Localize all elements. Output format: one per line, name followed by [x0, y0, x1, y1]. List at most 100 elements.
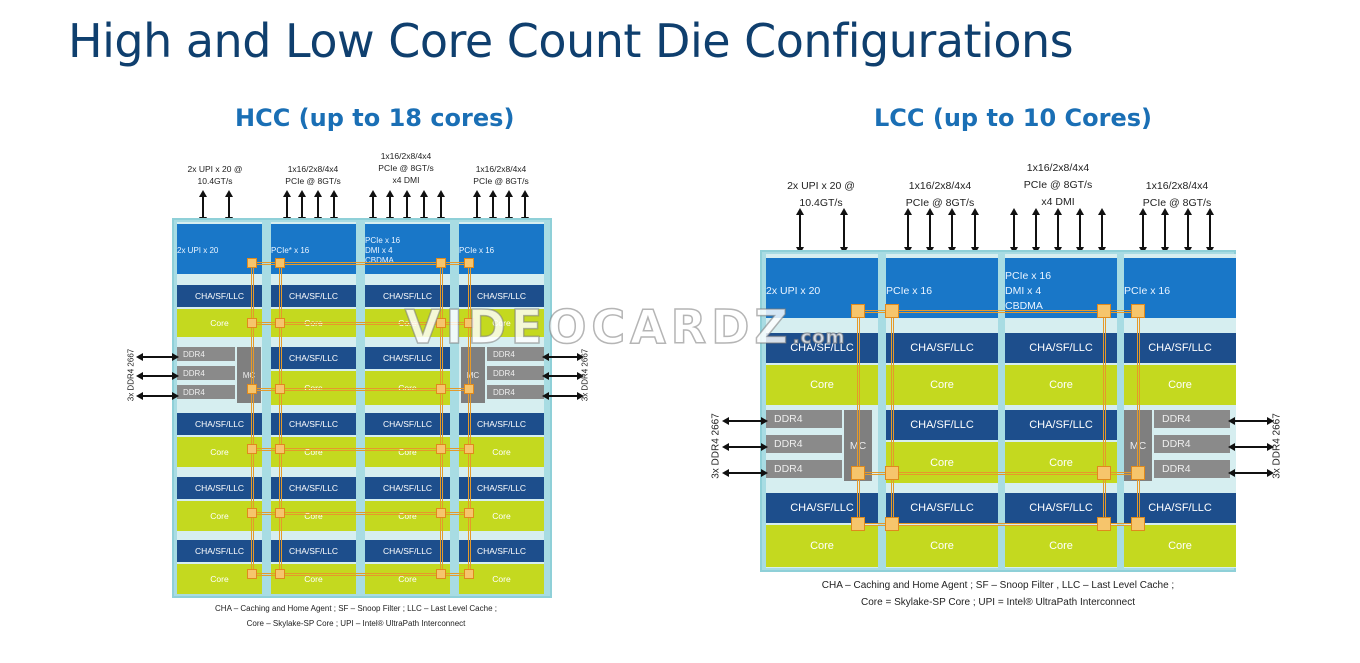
lcc-memory-side-label: 3x DDR4 2667 — [710, 413, 722, 479]
lcc-cha-sf-llc-tile: CHA/SF/LLC — [886, 493, 998, 523]
lcc-memory-arrow — [1228, 443, 1274, 451]
lcc-core-tile: Core — [766, 525, 878, 567]
lcc-cha-sf-llc-tile: CHA/SF/LLC — [886, 410, 998, 440]
lcc.io_labels.2-line: 1x16/2x8/4x4 — [1026, 162, 1090, 174]
hcc.top_blocks.3-line: PCIe x 16 — [459, 246, 495, 255]
hcc-mesh-stop — [247, 508, 257, 518]
lcc-io-arrow — [1098, 208, 1106, 254]
lcc-core-tile: Core — [766, 365, 878, 405]
lcc-mesh-link — [857, 310, 860, 526]
hcc-tile-column — [459, 222, 544, 594]
hcc-io-arrow — [489, 190, 497, 224]
lcc-title: LCC (up to 10 Cores) — [874, 104, 1153, 132]
lcc-io-block: PCIe x 16 — [1124, 258, 1236, 318]
hcc-io-arrow — [330, 190, 338, 224]
lcc.io_labels.3-line: PCIe @ 8GT/s — [1142, 197, 1212, 209]
lcc-mesh-link — [857, 523, 1140, 526]
lcc-memory-controller: MC — [844, 410, 872, 481]
lcc-mesh-stop — [885, 304, 899, 318]
lcc-mesh-link — [1137, 310, 1140, 526]
hcc-mesh-stop — [464, 508, 474, 518]
hcc-cha-sf-llc-tile: CHA/SF/LLC — [177, 285, 262, 307]
lcc.top_blocks.2-line: CBDMA — [1005, 299, 1043, 312]
lcc-mesh-link — [891, 310, 894, 526]
hcc-core-tile: Core — [365, 309, 450, 337]
lcc-ddr4-block: DDR4 — [766, 460, 842, 478]
lcc-core-tile: Core — [1005, 525, 1117, 567]
hcc-memory-arrow — [542, 372, 584, 380]
hcc-mesh-stop — [436, 318, 446, 328]
lcc-io-arrow — [1076, 208, 1084, 254]
lcc-mesh-stop — [1131, 466, 1145, 480]
slide-title: High and Low Core Count Die Configuratio… — [68, 14, 1074, 68]
hcc.top_blocks.2-line: PCIe x 16 — [365, 236, 401, 245]
lcc.io_labels.3-line: 1x16/2x8/4x4 — [1145, 180, 1209, 192]
watermark-text: VIDEOCARDZ — [404, 299, 793, 355]
hcc-mesh-stop — [247, 384, 257, 394]
lcc-core-tile: Core — [886, 525, 998, 567]
lcc-io-arrow — [904, 208, 912, 254]
hcc-mesh-link — [251, 262, 471, 265]
lcc.top_blocks.1-line: PCIe x 16 — [886, 284, 933, 297]
hcc-cha-sf-llc-tile: CHA/SF/LLC — [365, 285, 450, 307]
hcc.io_labels.1-line: PCIe @ 8GT/s — [285, 176, 341, 186]
hcc-io-block: PCIe x 16 — [459, 224, 544, 274]
hcc-cha-sf-llc-tile: CHA/SF/LLC — [459, 285, 544, 307]
lcc-memory-arrow — [1228, 417, 1274, 425]
lcc-ddr4-block: DDR4 — [1154, 410, 1230, 428]
lcc-ddr4-block: DDR4 — [1154, 435, 1230, 453]
lcc-cha-sf-llc-tile: CHA/SF/LLC — [1005, 493, 1117, 523]
hcc-core-tile: Core — [365, 564, 450, 594]
lcc-mesh-stop — [1131, 304, 1145, 318]
hcc-tile-column — [271, 222, 356, 594]
lcc-mesh-stop — [1131, 517, 1145, 531]
lcc.io_labels.2-line: x4 DMI — [1041, 196, 1075, 208]
lcc-mesh-stop — [885, 517, 899, 531]
hcc-cha-sf-llc-tile: CHA/SF/LLC — [459, 540, 544, 562]
hcc.io_labels.2-line: 1x16/2x8/4x4 — [380, 151, 432, 161]
lcc-core-tile: Core — [1124, 365, 1236, 405]
lcc-cha-sf-llc-tile: CHA/SF/LLC — [1124, 333, 1236, 363]
hcc-ddr4-block: DDR4 — [487, 385, 544, 399]
hcc-ddr4-block: DDR4 — [177, 366, 235, 380]
lcc-io-arrow — [1032, 208, 1040, 254]
hcc-io-arrow — [199, 190, 207, 224]
hcc-cha-sf-llc-tile: CHA/SF/LLC — [365, 477, 450, 499]
hcc-memory-arrow — [136, 353, 179, 361]
hcc-legend: CHA – Caching and Home Agent ; SF – Snoo… — [215, 601, 497, 631]
hcc-memory-arrow — [136, 392, 179, 400]
lcc-io-arrow — [1054, 208, 1062, 254]
lcc-cha-sf-llc-tile: CHA/SF/LLC — [1005, 410, 1117, 440]
hcc.io_labels.1-line: 1x16/2x8/4x4 — [287, 164, 339, 174]
lcc-io-arrow — [1161, 208, 1169, 254]
hcc-core-tile: Core — [271, 501, 356, 531]
hcc-mesh-stop — [275, 318, 285, 328]
hcc-mesh-link — [440, 262, 443, 576]
lcc-io-arrow — [926, 208, 934, 254]
hcc-mesh-stop — [464, 258, 474, 268]
hcc-tile-column — [365, 222, 450, 594]
hcc.top_blocks.0-line: 2x UPI x 20 — [177, 246, 219, 255]
lcc-io-arrow — [1184, 208, 1192, 254]
hcc-ddr4-block: DDR4 — [177, 385, 235, 399]
hcc-memory-side-label: 3x DDR4 2667 — [126, 348, 136, 402]
hcc.io_labels.2-line: PCIe @ 8GT/s — [378, 163, 434, 173]
hcc-cha-sf-llc-tile: CHA/SF/LLC — [177, 540, 262, 562]
lcc-io-block: 2x UPI x 20 — [766, 258, 878, 318]
hcc-io-block: PCIe* x 16 — [271, 224, 356, 274]
hcc-title: HCC (up to 18 cores) — [235, 104, 515, 132]
hcc-mesh-stop — [275, 384, 285, 394]
lcc-mesh-stop — [851, 304, 865, 318]
hcc.io_labels.3-line: PCIe @ 8GT/s — [473, 176, 529, 186]
hcc-io-arrow — [420, 190, 428, 224]
lcc-legend-line: CHA – Caching and Home Agent ; SF – Snoo… — [821, 580, 1175, 591]
lcc.io_labels.1-line: 1x16/2x8/4x4 — [908, 180, 972, 192]
lcc-io-block: PCIe x 16 — [886, 258, 998, 318]
hcc-cha-sf-llc-tile: CHA/SF/LLC — [459, 477, 544, 499]
watermark: VIDEOCARDZ.com — [404, 299, 845, 355]
lcc.io_labels.2-line: PCIe @ 8GT/s — [1023, 179, 1093, 191]
